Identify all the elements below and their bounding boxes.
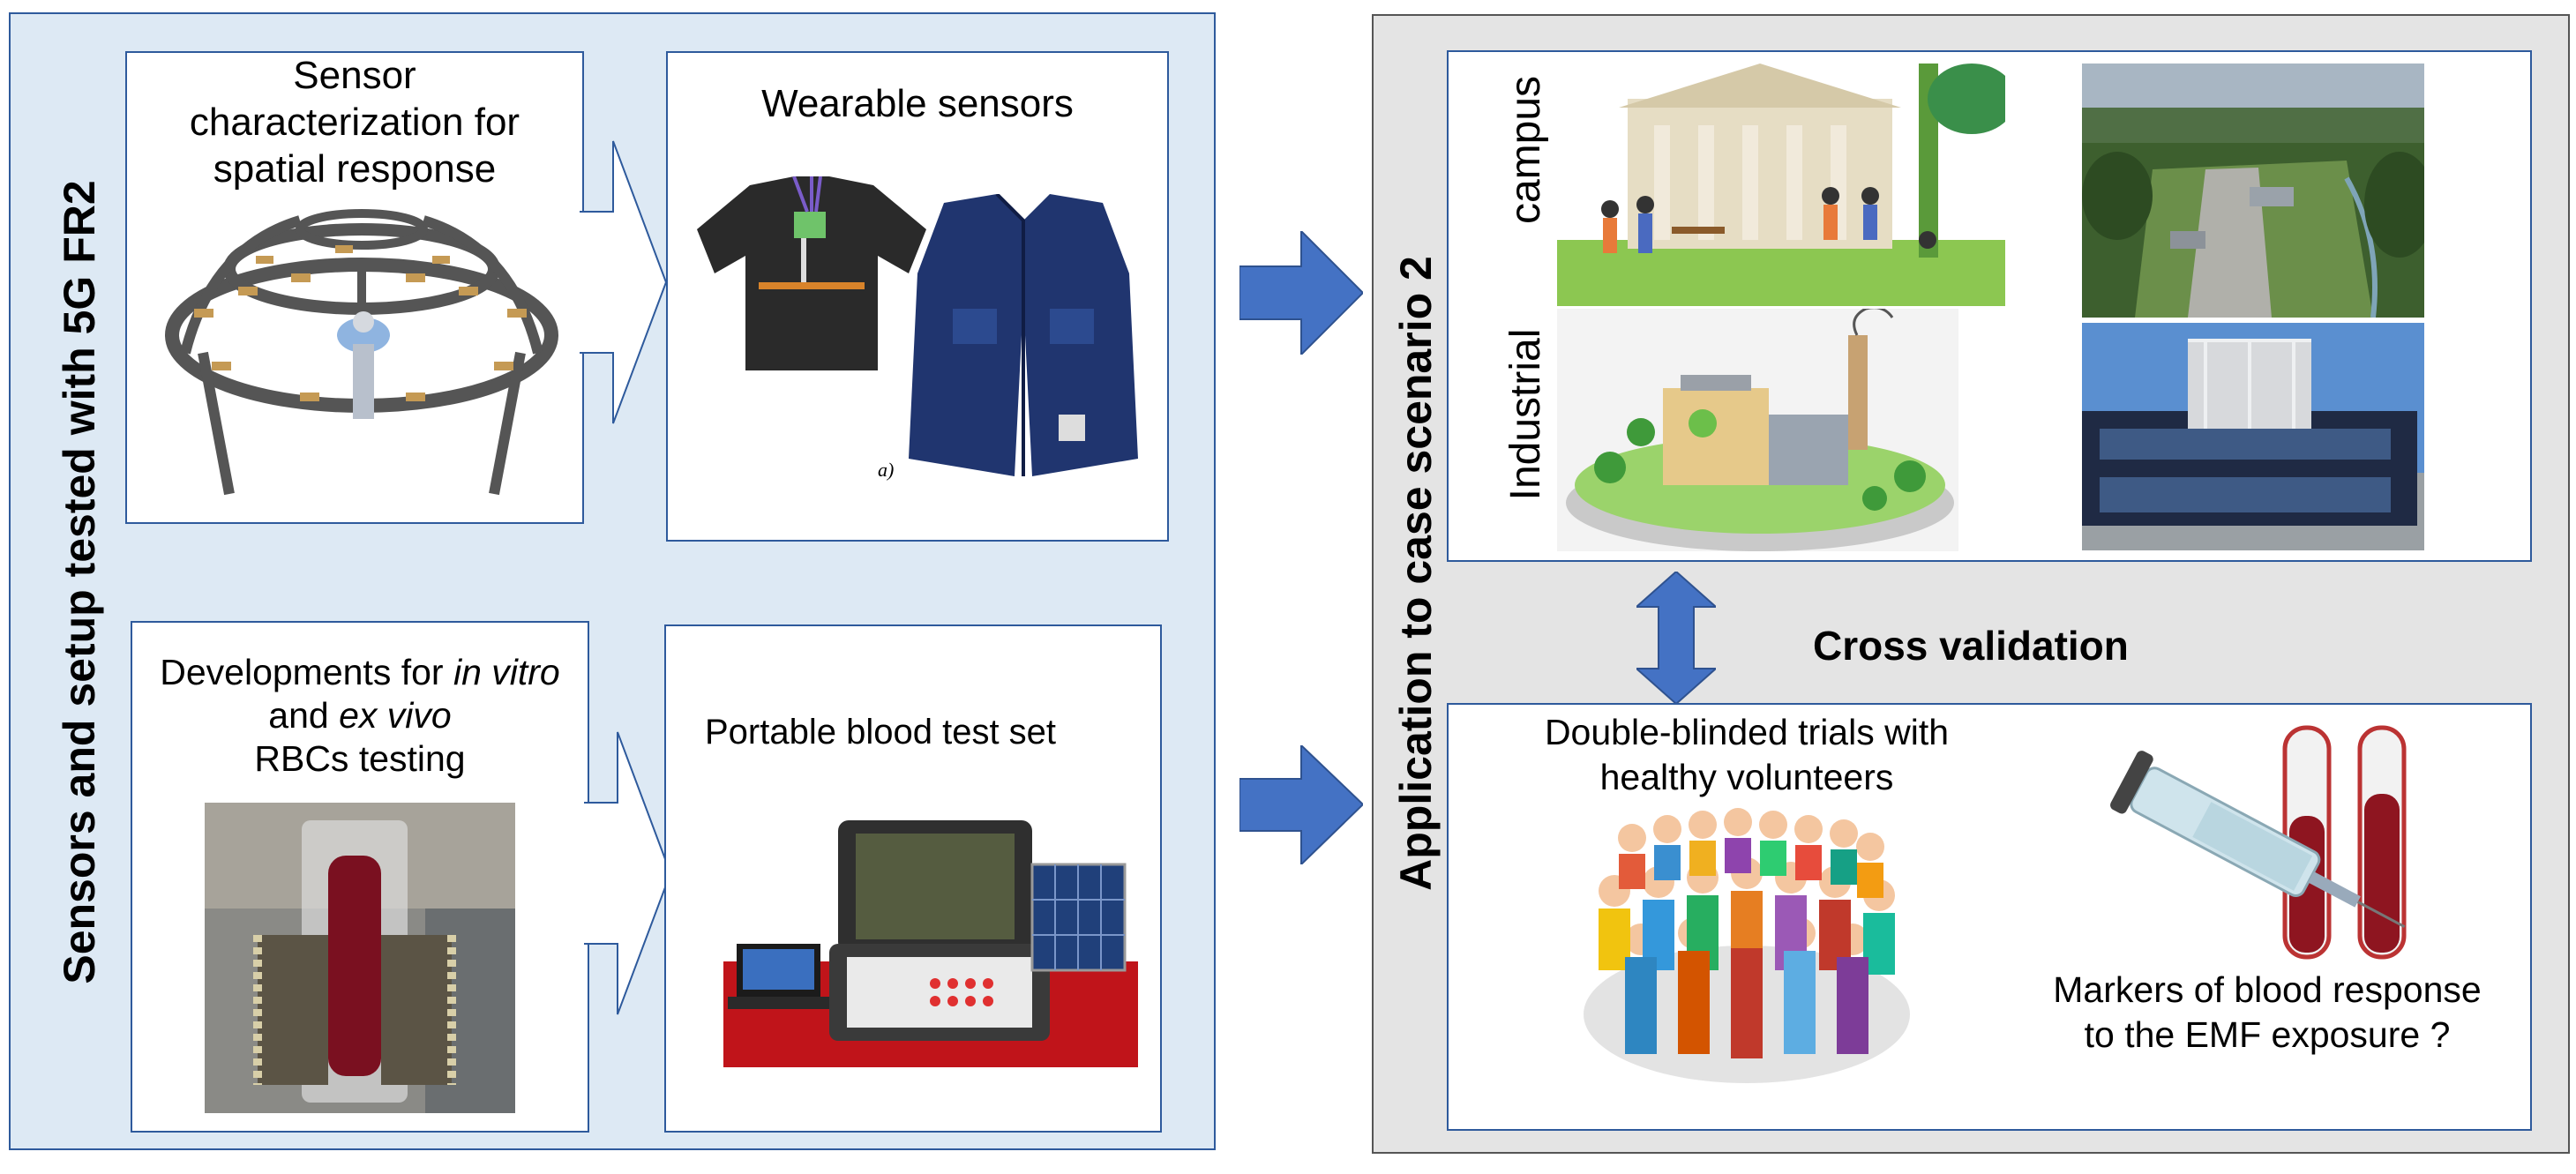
- sensor-characterization-title: Sensor characterization for spatial resp…: [189, 54, 520, 191]
- right-panel-title: Application to case scenario 2: [1391, 256, 1441, 891]
- wearable-sensors-title: Wearable sensors: [761, 82, 1074, 125]
- volunteers-crowd-illustration: [1584, 808, 1910, 1083]
- cross-validation-label: Cross validation: [1813, 623, 2129, 669]
- developments-title: Developments for in vitro and ex vivo RB…: [160, 652, 560, 780]
- chevron-connector-bottom: [584, 731, 670, 1015]
- syringe-and-blood-tubes-illustration: [2110, 725, 2407, 960]
- blood-markers-caption: Markers of blood response to the EMF exp…: [2053, 969, 2482, 1056]
- left-panel-title: Sensors and setup tested with 5G FR2: [55, 180, 104, 984]
- rbc-exposure-chamber-photo: [205, 803, 515, 1113]
- industrial-building-photo: [2082, 323, 2424, 550]
- chevron-connector-top: [580, 140, 666, 424]
- arrow-top-right: [1239, 231, 1363, 355]
- campus-aerial-photo: [2082, 64, 2424, 318]
- waveform-graphic: [179, 516, 491, 622]
- campus-cartoon-illustration: [1557, 64, 2005, 306]
- wearable-figure-label: a): [878, 459, 895, 481]
- wearable-vest-illustration: [909, 194, 1138, 476]
- industrial-label: Industrial: [1502, 328, 1549, 501]
- wearable-shirt-illustration: [697, 176, 926, 370]
- trials-title: Double-blinded trials with healthy volun…: [1544, 712, 1950, 798]
- industrial-cartoon-illustration: [1557, 309, 1958, 551]
- portable-blood-test-title: Portable blood test set: [705, 713, 1057, 752]
- cross-validation-double-arrow: [1636, 572, 1716, 704]
- dome-sensor-array-illustration: [165, 209, 558, 496]
- portable-blood-test-kit-photo: [723, 820, 1138, 1067]
- arrow-bottom-right: [1239, 745, 1363, 864]
- campus-label: campus: [1502, 75, 1549, 225]
